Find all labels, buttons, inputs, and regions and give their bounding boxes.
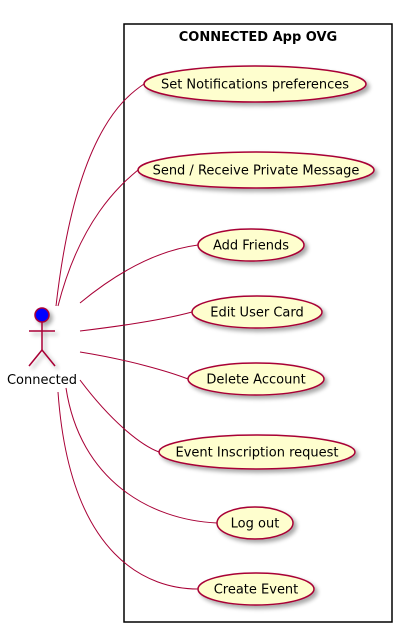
usecase-ellipse — [197, 572, 315, 606]
usecase-create-event[interactable]: Create Event — [197, 572, 315, 606]
actor-right-leg — [41, 349, 56, 367]
system-title: CONNECTED App OVG — [179, 30, 337, 45]
usecase-edit-user-card[interactable]: Edit User Card — [191, 295, 323, 329]
usecase-ellipse — [197, 228, 305, 262]
usecase-ellipse — [143, 65, 367, 103]
connector-group — [55, 83, 218, 590]
usecase-send-receive-message[interactable]: Send / Receive Private Message — [137, 151, 375, 189]
usecase-ellipse — [191, 295, 323, 329]
usecase-label: Add Friends — [213, 239, 289, 254]
connector-edit-user-card — [79, 311, 193, 332]
usecase-label: Event Inscription request — [175, 446, 338, 461]
actor-head — [34, 307, 50, 323]
usecase-label: Log out — [231, 517, 280, 532]
usecase-log-out[interactable]: Log out — [216, 506, 294, 540]
usecase-label: Create Event — [214, 583, 299, 598]
usecase-delete-account[interactable]: Delete Account — [187, 362, 325, 396]
usecase-label: Edit User Card — [210, 306, 303, 321]
actor-label: Connected — [7, 373, 77, 388]
connector-set-notifications — [55, 83, 145, 307]
usecase-label: Send / Receive Private Message — [153, 164, 360, 179]
connector-send-receive-message — [57, 169, 139, 307]
connector-delete-account — [79, 351, 189, 380]
connector-create-event — [57, 391, 199, 590]
connector-log-out — [65, 387, 218, 524]
usecase-ellipse — [187, 362, 325, 396]
usecase-ellipse — [216, 506, 294, 540]
usecase-event-inscription[interactable]: Event Inscription request — [158, 434, 356, 470]
usecase-label: Set Notifications preferences — [161, 78, 349, 93]
connector-add-friends — [79, 244, 199, 304]
connector-event-inscription — [79, 379, 160, 453]
actor-left-leg — [28, 349, 43, 367]
usecase-add-friends[interactable]: Add Friends — [197, 228, 305, 262]
usecase-set-notifications[interactable]: Set Notifications preferences — [143, 65, 367, 103]
usecase-ellipse — [137, 151, 375, 189]
usecase-label: Delete Account — [206, 373, 305, 388]
usecase-ellipse — [158, 434, 356, 470]
actor-connected[interactable] — [28, 307, 56, 367]
